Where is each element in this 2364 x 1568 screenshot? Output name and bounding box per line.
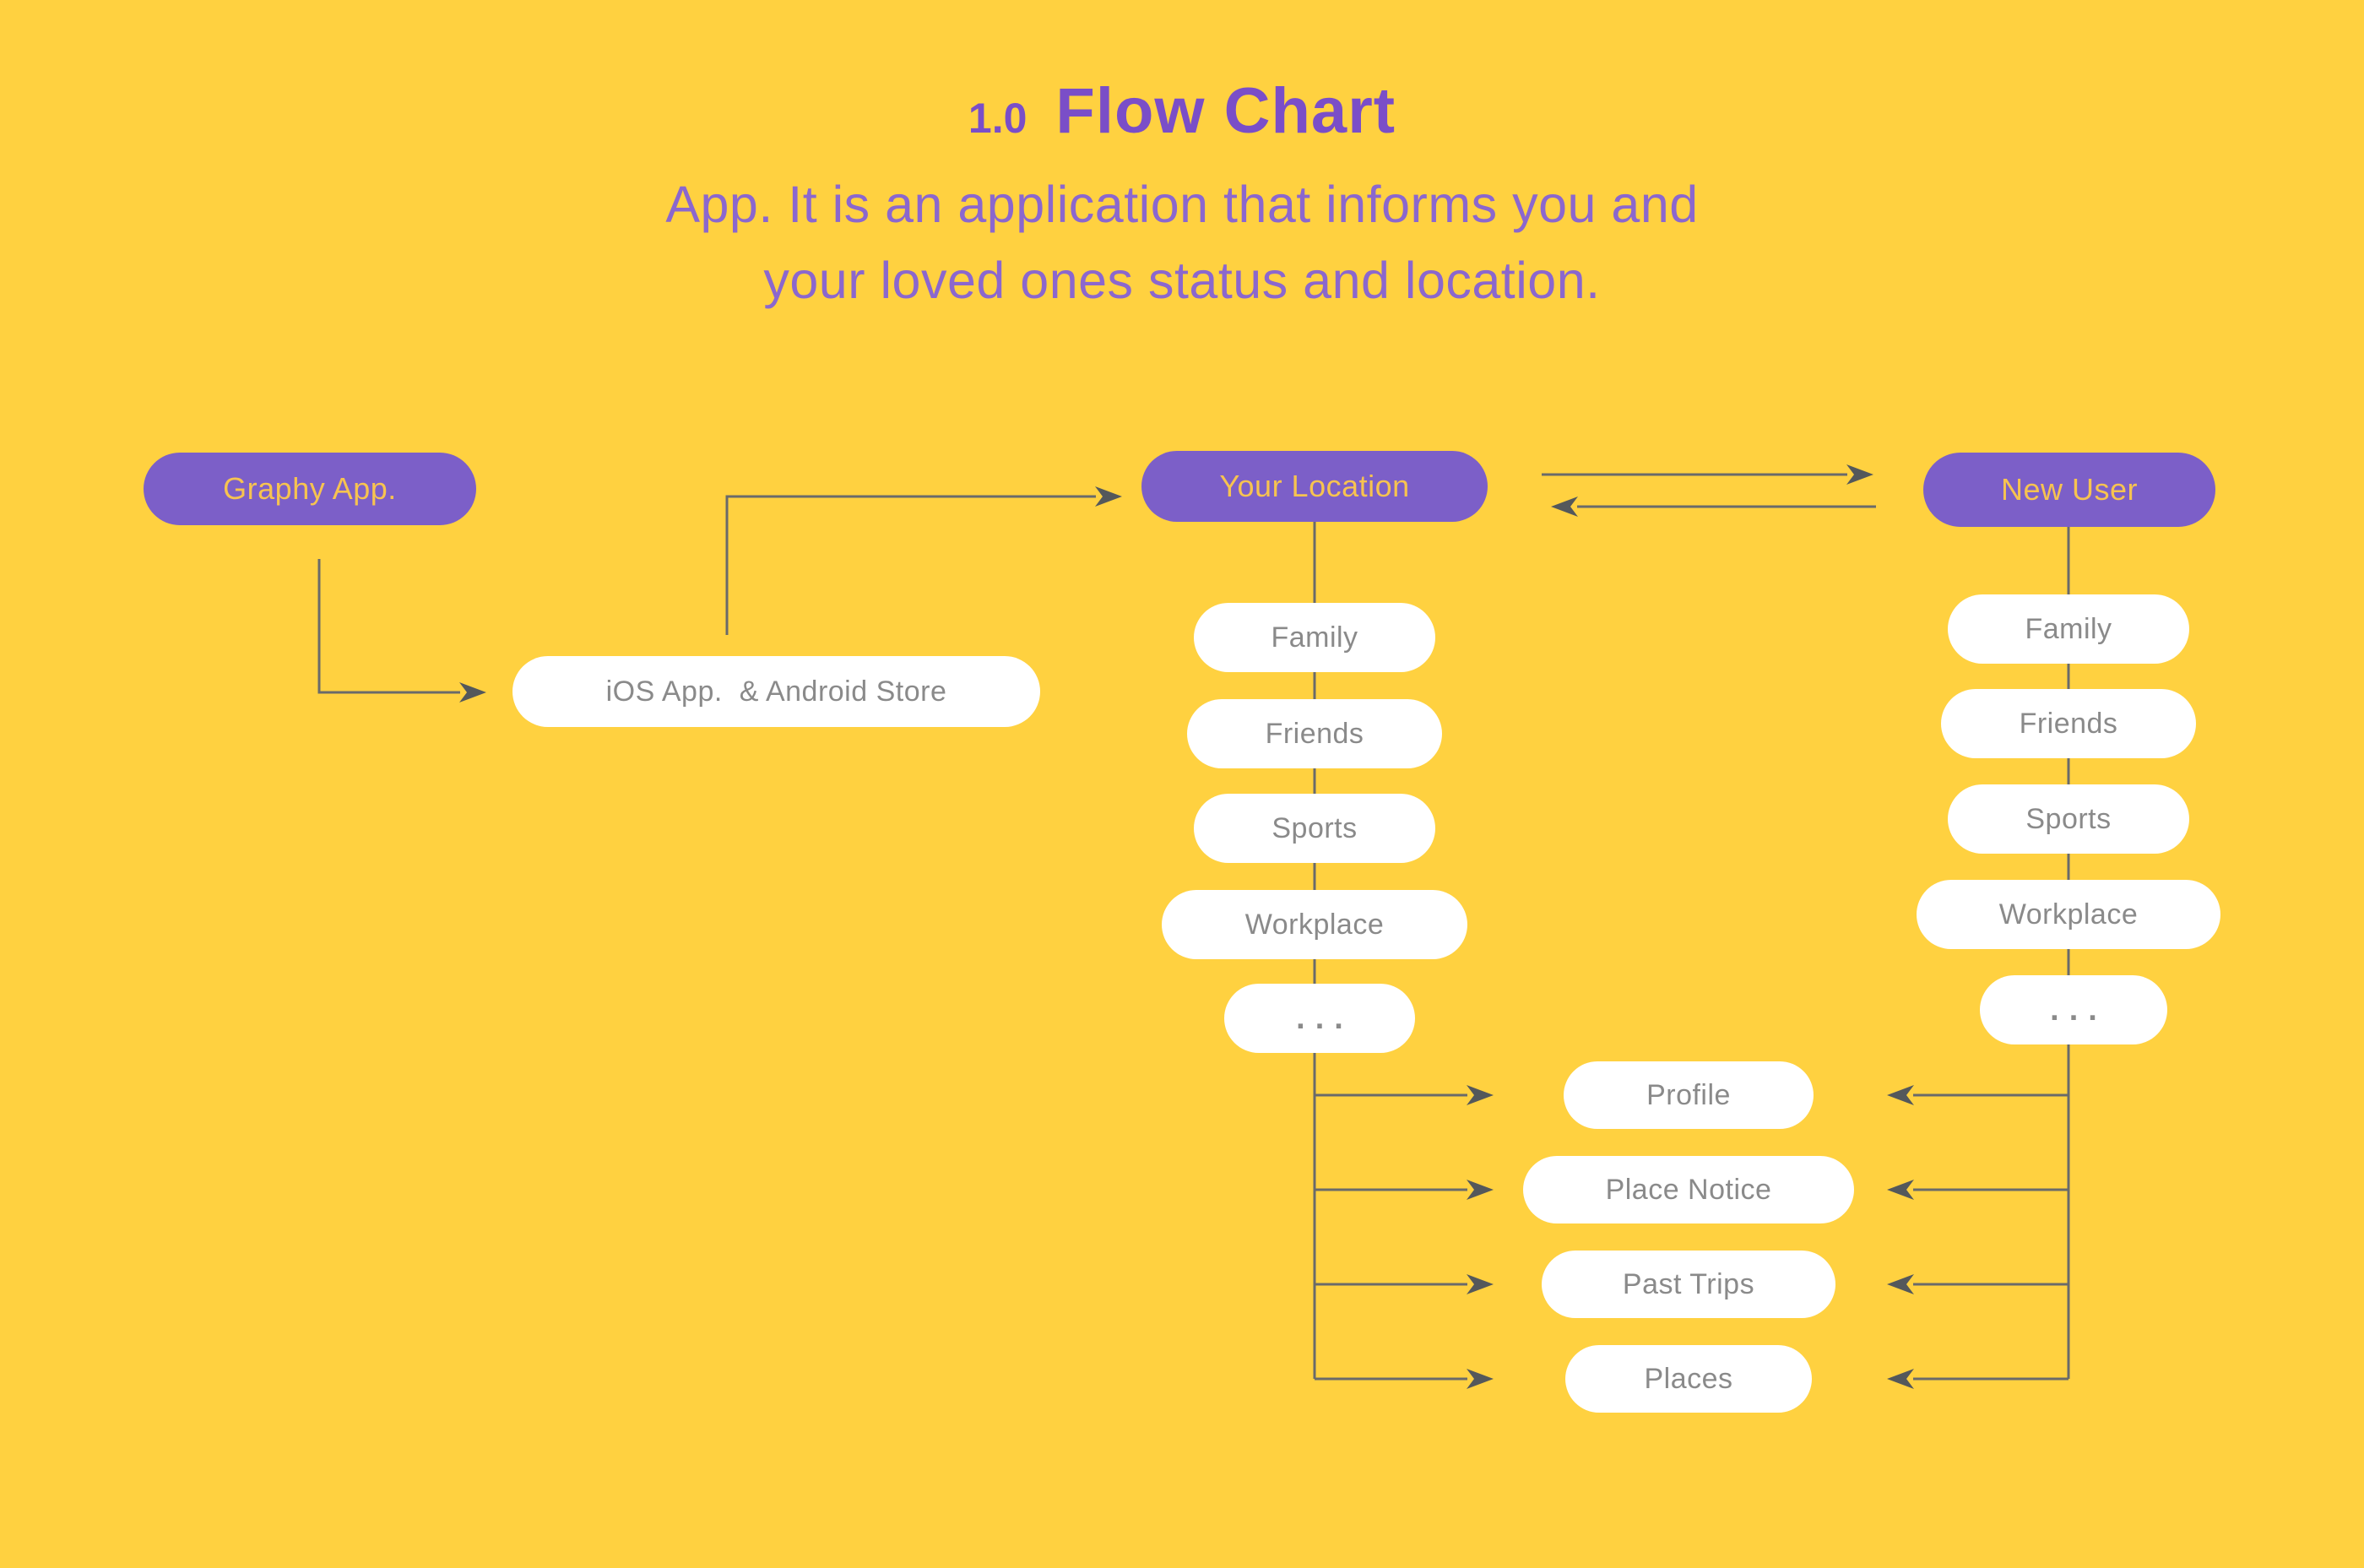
node-location-workplace: Workplace [1162, 890, 1467, 959]
node-graphy-app: Graphy App. [144, 453, 476, 525]
page-title-row: 1.0 Flow Chart [0, 74, 2364, 148]
node-new-user: New User [1923, 453, 2215, 527]
node-user-more: ... [1980, 975, 2167, 1044]
header: 1.0 Flow Chart App. It is an application… [0, 0, 2364, 318]
node-ios-android-store: iOS App. & Android Store [512, 656, 1040, 727]
edge-store-to-your-location [725, 486, 1122, 635]
node-profile: Profile [1564, 1061, 1814, 1129]
edge-graphy-to-store [317, 559, 486, 703]
node-past-trips: Past Trips [1542, 1251, 1835, 1318]
subtitle-line-1: App. It is an application that informs y… [665, 176, 1699, 233]
node-your-location: Your Location [1141, 451, 1488, 522]
node-places: Places [1565, 1345, 1812, 1413]
subtitle: App. It is an application that informs y… [0, 166, 2364, 318]
page-title: Flow Chart [1055, 75, 1396, 147]
subtitle-line-2: your loved ones status and location. [763, 252, 1601, 309]
node-location-family: Family [1194, 603, 1435, 672]
node-location-friends: Friends [1187, 699, 1442, 768]
section-number: 1.0 [968, 95, 1027, 142]
node-user-sports: Sports [1948, 784, 2189, 854]
node-location-more: ... [1224, 984, 1415, 1053]
node-user-family: Family [1948, 594, 2189, 664]
node-location-sports: Sports [1194, 794, 1435, 863]
node-place-notice: Place Notice [1523, 1156, 1854, 1223]
node-user-workplace: Workplace [1917, 880, 2220, 949]
node-user-friends: Friends [1941, 689, 2196, 758]
